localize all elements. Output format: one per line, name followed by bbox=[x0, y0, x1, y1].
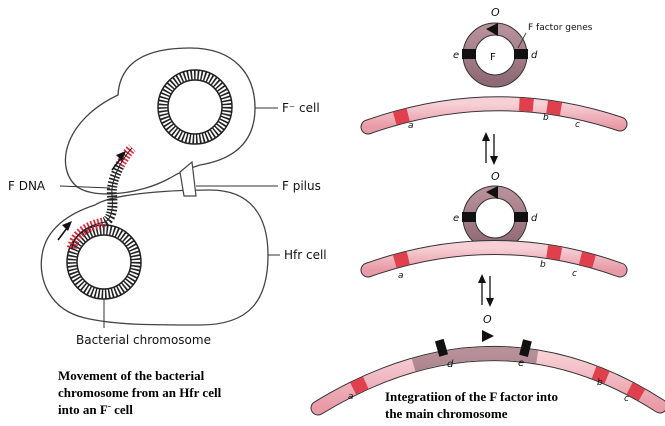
middle-gene-b: b bbox=[540, 260, 546, 270]
hfr-cell-outline bbox=[41, 190, 268, 325]
top-gene-d: d bbox=[531, 50, 538, 61]
label-hfr-cell: Hfr cell bbox=[284, 248, 327, 262]
top-gene-e: e bbox=[453, 50, 459, 61]
bottom-gene-b: b bbox=[597, 378, 603, 388]
top-chromosome bbox=[368, 104, 620, 127]
equilibrium-arrows-lower bbox=[478, 274, 494, 307]
label-f-dna: F DNA bbox=[8, 179, 46, 193]
top-gene-b: b bbox=[543, 113, 549, 123]
left-caption-line3: into an F- cell bbox=[58, 401, 133, 417]
left-caption-line2: chromosome from an Hfr cell bbox=[58, 385, 222, 400]
top-f-factor-genes-label: F factor genes bbox=[528, 23, 593, 33]
top-gene-c: c bbox=[575, 120, 580, 130]
bottom-gene-c: c bbox=[624, 394, 629, 404]
right-caption-line1: Integratiion of the F factor into bbox=[385, 389, 558, 404]
label-f-pilus: F pilus bbox=[282, 179, 321, 193]
bottom-gene-a: a bbox=[348, 392, 354, 402]
bottom-gene-e: e bbox=[518, 358, 524, 369]
bottom-origin-label: O bbox=[483, 313, 492, 326]
right-caption-line2: the main chromosome bbox=[385, 406, 508, 421]
left-caption-line1: Movement of the bacterial bbox=[58, 368, 205, 383]
bottom-gene-d: d bbox=[447, 359, 454, 370]
middle-gene-a: a bbox=[398, 271, 404, 281]
label-f-minus-cell: F⁻ cell bbox=[282, 101, 320, 115]
middle-chromosome bbox=[368, 248, 620, 271]
middle-gene-c: c bbox=[572, 269, 577, 279]
middle-origin-label: O bbox=[491, 170, 500, 183]
middle-gene-e: e bbox=[453, 213, 459, 224]
middle-gene-d: d bbox=[531, 213, 538, 224]
top-f-label: F bbox=[490, 52, 496, 63]
top-origin-label: O bbox=[491, 6, 500, 19]
top-gene-a: a bbox=[408, 121, 414, 131]
label-bacterial-chromosome: Bacterial chromosome bbox=[76, 333, 211, 347]
equilibrium-arrows-upper bbox=[482, 132, 498, 165]
